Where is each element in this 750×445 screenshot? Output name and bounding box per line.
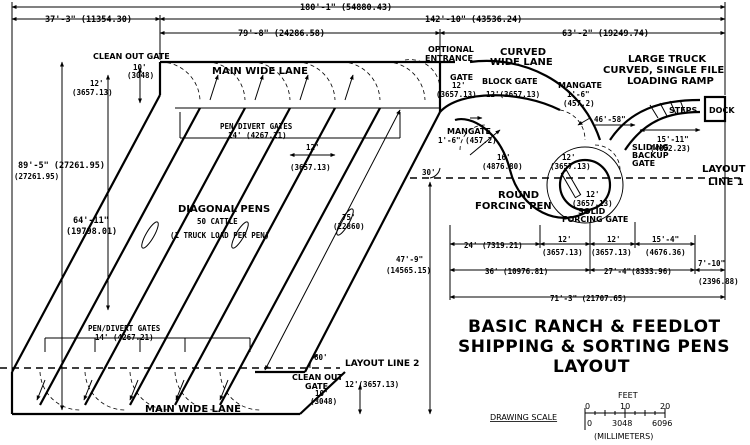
dim-height-89-mm: (27261.95) <box>14 172 59 181</box>
dim-row2-36: 36' (10976.81) <box>485 267 548 276</box>
scale-feet-label: FEET <box>618 391 638 400</box>
title-line-3: LAYOUT <box>553 357 630 377</box>
dim-row3-71: 71'-3" (21707.65) <box>550 294 627 303</box>
dim-row1-24: 24' (7319.21) <box>464 241 523 250</box>
scale-label: DRAWING SCALE <box>490 413 557 422</box>
label-main-wide-lane-top: MAIN WIDE LANE <box>212 66 308 77</box>
bottom-right-dimensions <box>449 121 726 300</box>
dim-overall: 180'-1" (54880.43) <box>300 3 392 13</box>
scale-mm-tick-6096: 6096 <box>652 419 672 428</box>
layout-lines <box>0 167 740 369</box>
dim-gate-10-top: 10'(3048) <box>127 63 154 80</box>
dim-row1-12a: 12'(3657.13) <box>542 235 583 257</box>
top-dimensions <box>11 2 726 95</box>
dim-gate-10-bottom: 10'(3048) <box>310 389 337 406</box>
label-block-gate: BLOCK GATE <box>482 77 538 86</box>
dim-ramp-section: 63'-2" (19249.74) <box>562 29 649 39</box>
dim-mangate-top: 1'-6"(457.2) <box>563 90 595 108</box>
dim-gate-12-mid: 12'(3657.13) <box>436 81 477 99</box>
dim-height-89: 89'-5" (27261.95) <box>18 161 105 171</box>
dim-bottom-12-right: 12'(3657.13) <box>345 380 399 389</box>
dim-solid-12: 12'(3657.13) <box>572 190 613 208</box>
dim-ramp-15: 15'-11"(4852.23) <box>650 135 691 153</box>
scale-ft-tick-20: 20 <box>660 402 670 411</box>
dim-diag-75: 75'(22860) <box>333 213 365 231</box>
label-cattle-50: 50 CATTLE(1 TRUCK LOAD PER PEN) <box>170 217 269 240</box>
label-mangate-top: MANGATE <box>558 81 602 90</box>
scale-ft-tick-0: 0 <box>585 402 590 411</box>
dim-row2-7: 7'-10"(2396.88) <box>698 259 739 286</box>
dim-lane-length: 79'-8" (24286.58) <box>238 29 325 39</box>
title-line-1: BASIC RANCH & FEEDLOT <box>468 317 721 337</box>
dim-left-12: 12'(3657.13) <box>72 79 113 97</box>
scale-mm-label: (MILLIMETERS) <box>594 432 653 441</box>
title-line-2: SHIPPING & SORTING PENS <box>458 337 730 357</box>
dim-angle-60: 60' <box>314 353 328 362</box>
label-diagonal-pens: DIAGONAL PENS <box>178 204 270 215</box>
label-dock: DOCK <box>709 106 735 115</box>
dim-height-47: 47'-9"(14565.15) <box>386 255 431 275</box>
label-steps: STEPS <box>669 106 698 115</box>
label-gate: GATE <box>450 73 473 82</box>
left-dimensions <box>11 40 432 415</box>
dim-angle-30: 30' <box>422 168 436 177</box>
dim-curve-12: 12'(3657.13) <box>486 90 540 99</box>
label-mangate-left: MANGATE <box>447 127 491 136</box>
dim-forcing-12: 12'(3657.13) <box>550 153 591 171</box>
drawing-scale <box>584 408 666 430</box>
dim-row1-12b: 12'(3657.13) <box>591 235 632 257</box>
dim-pen-width-12: 12'(3657.13) <box>290 143 331 172</box>
label-layout-line-2: LAYOUT LINE 2 <box>345 359 419 369</box>
dim-radius-16: 16'(4876.80) <box>482 153 523 171</box>
pen-structure <box>10 60 455 416</box>
dim-row1-15: 15'-4"(4676.36) <box>645 235 686 257</box>
dim-height-64: 64'-11"(19798.01) <box>66 216 117 237</box>
dim-angle-46: 46'-58" <box>594 115 626 124</box>
dim-row2-27: 27'-4"(8333.96) <box>604 267 672 276</box>
curved-lane <box>404 59 727 224</box>
label-clean-out-gate-top: CLEAN OUT GATE <box>93 52 170 61</box>
dim-right-section: 142'-10" (43536.24) <box>425 15 522 25</box>
scale-mm-tick-0: 0 <box>587 419 592 428</box>
dim-mangate-left: 1'-6" (457.2) <box>438 136 497 145</box>
dim-left-section: 37'-3" (11354.30) <box>45 15 132 25</box>
scale-mm-tick-3048: 3048 <box>612 419 632 428</box>
label-main-wide-lane-bottom: MAIN WIDE LANE <box>145 404 241 415</box>
scale-ft-tick-10: 10 <box>620 402 630 411</box>
